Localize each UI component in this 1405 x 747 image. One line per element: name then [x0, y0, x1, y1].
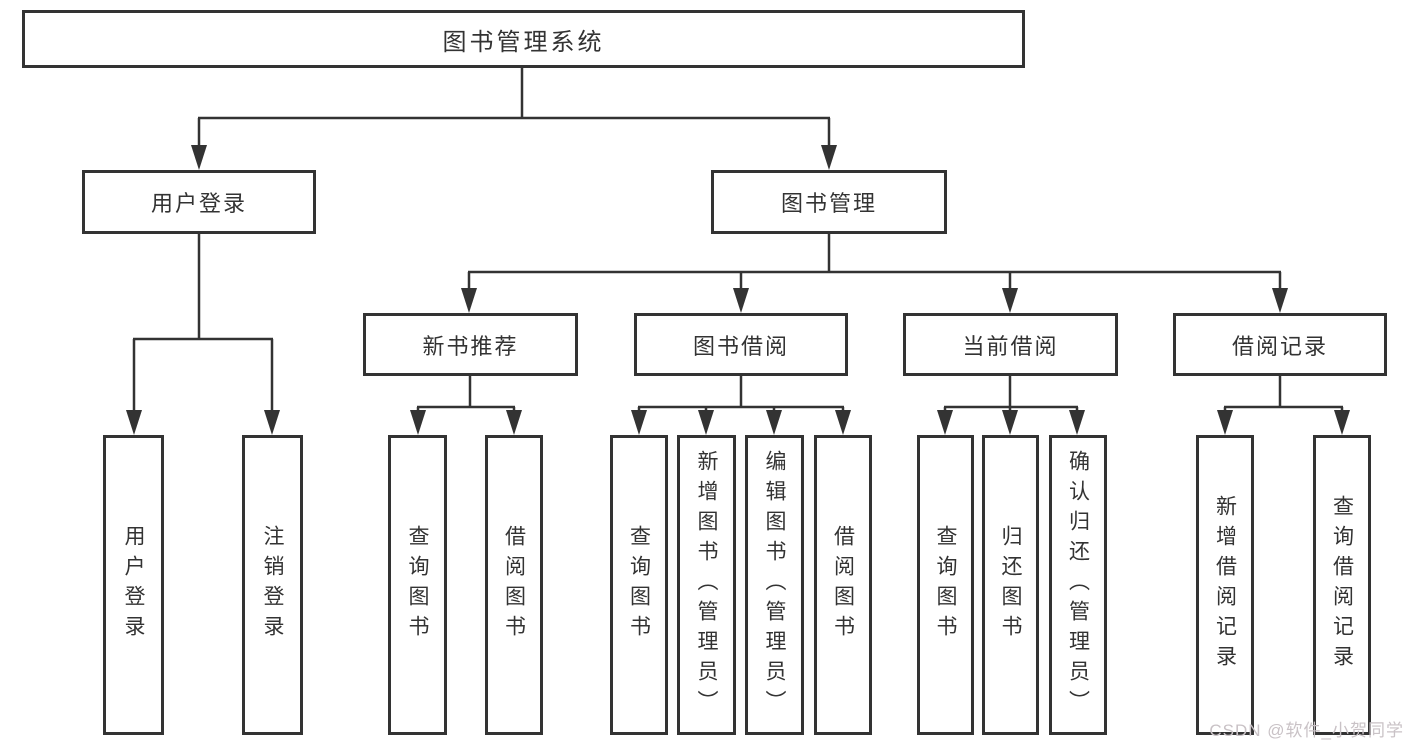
node-label: 借阅记录 — [1231, 333, 1328, 359]
leaf-user-login: 用户登录 — [103, 435, 164, 735]
leaf-records-add-borrow-record: 新增借阅记录 — [1196, 435, 1254, 735]
leaf-label: 注销登录 — [261, 525, 284, 645]
leaf-label: 新增图书（管理员） — [695, 450, 718, 720]
leaf-current-confirm-return-admin: 确认归还（管理员） — [1049, 435, 1107, 735]
leaf-current-query-books: 查询图书 — [917, 435, 974, 735]
node-label: 当前借阅 — [962, 333, 1059, 359]
watermark: CSDN @软件_小贺同学 — [1209, 721, 1404, 740]
leaf-label: 归还图书 — [999, 525, 1022, 645]
leaf-label: 查询借阅记录 — [1330, 495, 1354, 675]
node-label: 图书管理系统 — [442, 28, 605, 56]
leaf-borrowing-edit-books-admin: 编辑图书（管理员） — [745, 435, 804, 735]
leaf-borrowing-query-books: 查询图书 — [610, 435, 668, 735]
leaf-recommend-borrow-books: 借阅图书 — [485, 435, 543, 735]
node-label: 图书管理 — [780, 191, 877, 216]
node-user-login: 用户登录 — [82, 170, 316, 234]
leaf-current-return-books: 归还图书 — [982, 435, 1039, 735]
leaf-label: 新增借阅记录 — [1213, 495, 1237, 675]
node-label: 图书借阅 — [692, 333, 789, 359]
tree-edges — [132, 68, 1344, 412]
leaf-borrowing-add-books-admin: 新增图书（管理员） — [677, 435, 736, 735]
node-label: 用户登录 — [150, 191, 247, 216]
leaf-label: 编辑图书（管理员） — [763, 450, 786, 720]
node-book-borrowing: 图书借阅 — [634, 313, 848, 376]
leaf-records-query-borrow-record: 查询借阅记录 — [1313, 435, 1371, 735]
node-book-management: 图书管理 — [711, 170, 947, 234]
leaf-label: 借阅图书 — [502, 525, 526, 645]
leaf-label: 确认归还（管理员） — [1066, 450, 1090, 720]
arrowheads — [126, 145, 1350, 435]
leaf-logout: 注销登录 — [242, 435, 303, 735]
leaf-label: 查询图书 — [627, 525, 651, 645]
leaf-label: 查询图书 — [934, 525, 957, 645]
leaf-label: 查询图书 — [406, 525, 429, 645]
node-label: 新书推荐 — [422, 333, 519, 359]
leaf-borrowing-borrow-books: 借阅图书 — [814, 435, 872, 735]
node-new-book-recommend: 新书推荐 — [363, 313, 578, 376]
node-borrow-records: 借阅记录 — [1173, 313, 1387, 376]
leaf-label: 借阅图书 — [831, 525, 855, 645]
node-library-management-system: 图书管理系统 — [22, 10, 1025, 68]
leaf-recommend-query-books: 查询图书 — [388, 435, 447, 735]
node-current-borrowing: 当前借阅 — [903, 313, 1118, 376]
leaf-label: 用户登录 — [122, 525, 145, 645]
